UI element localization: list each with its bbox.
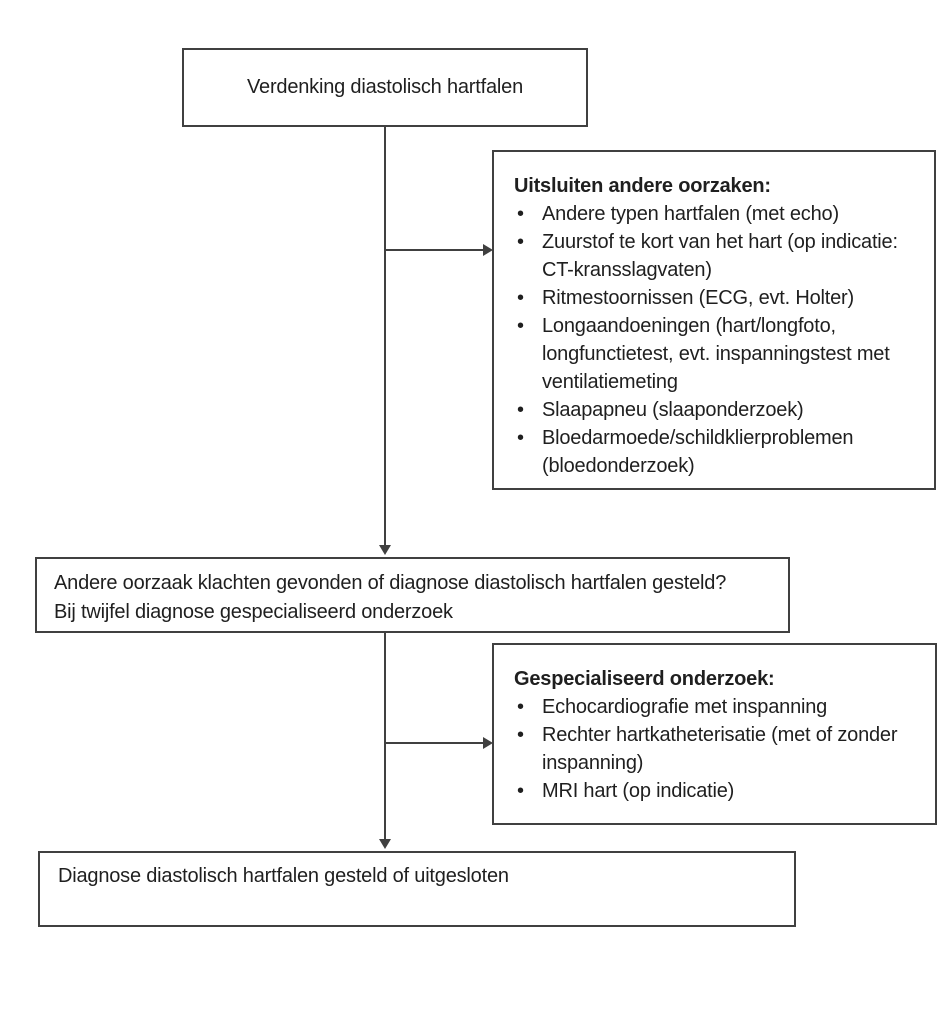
arrow-right-icon [483, 244, 493, 256]
decision-node: Andere oorzaak klachten gevonden of diag… [35, 557, 790, 633]
start-node-label: Verdenking diastolisch hartfalen [246, 76, 523, 98]
specialized-exam-heading: Gespecialiseerd onderzoek: [514, 668, 775, 690]
list-item: Andere typen hartfalen (met echo) [514, 200, 926, 228]
arrow-right-icon [483, 737, 493, 749]
list-item: Slaapapneu (slaaponderzoek) [514, 396, 926, 424]
start-node: Verdenking diastolisch hartfalen [182, 48, 588, 127]
decision-line-1: Andere oorzaak klachten gevonden of diag… [54, 572, 727, 594]
list-item: Bloedarmoede/schildklierproblemen (bloed… [514, 424, 926, 480]
list-item: Rechter hartkatheterisatie (met of zonde… [514, 721, 927, 777]
list-item: Ritmestoornissen (ECG, evt. Holter) [514, 284, 926, 312]
arrow-down-icon [379, 545, 391, 555]
list-item: Zuurstof te kort van het hart (op indica… [514, 228, 926, 284]
exclude-causes-heading: Uitsluiten andere oorzaken: [514, 175, 771, 197]
list-item: Longaandoeningen (hart/longfoto, longfun… [514, 312, 926, 396]
connector-branch-to-specialized [385, 742, 484, 744]
specialized-exam-list: Echocardiografie met inspanning Rechter … [514, 693, 927, 805]
exclude-causes-box: Uitsluiten andere oorzaken: Andere typen… [492, 150, 936, 490]
connector-branch-to-exclude [385, 249, 484, 251]
exclude-causes-list: Andere typen hartfalen (met echo) Zuurst… [514, 200, 926, 480]
list-item: Echocardiografie met inspanning [514, 693, 927, 721]
connector-decision-to-end [384, 633, 386, 839]
list-item: MRI hart (op indicatie) [514, 777, 927, 805]
end-node: Diagnose diastolisch hartfalen gesteld o… [38, 851, 796, 927]
connector-start-to-decision [384, 127, 386, 545]
specialized-exam-box: Gespecialiseerd onderzoek: Echocardiogra… [492, 643, 937, 825]
end-node-label: Diagnose diastolisch hartfalen gesteld o… [58, 865, 509, 887]
decision-line-2: Bij twijfel diagnose gespecialiseerd ond… [54, 601, 453, 623]
arrow-down-icon [379, 839, 391, 849]
